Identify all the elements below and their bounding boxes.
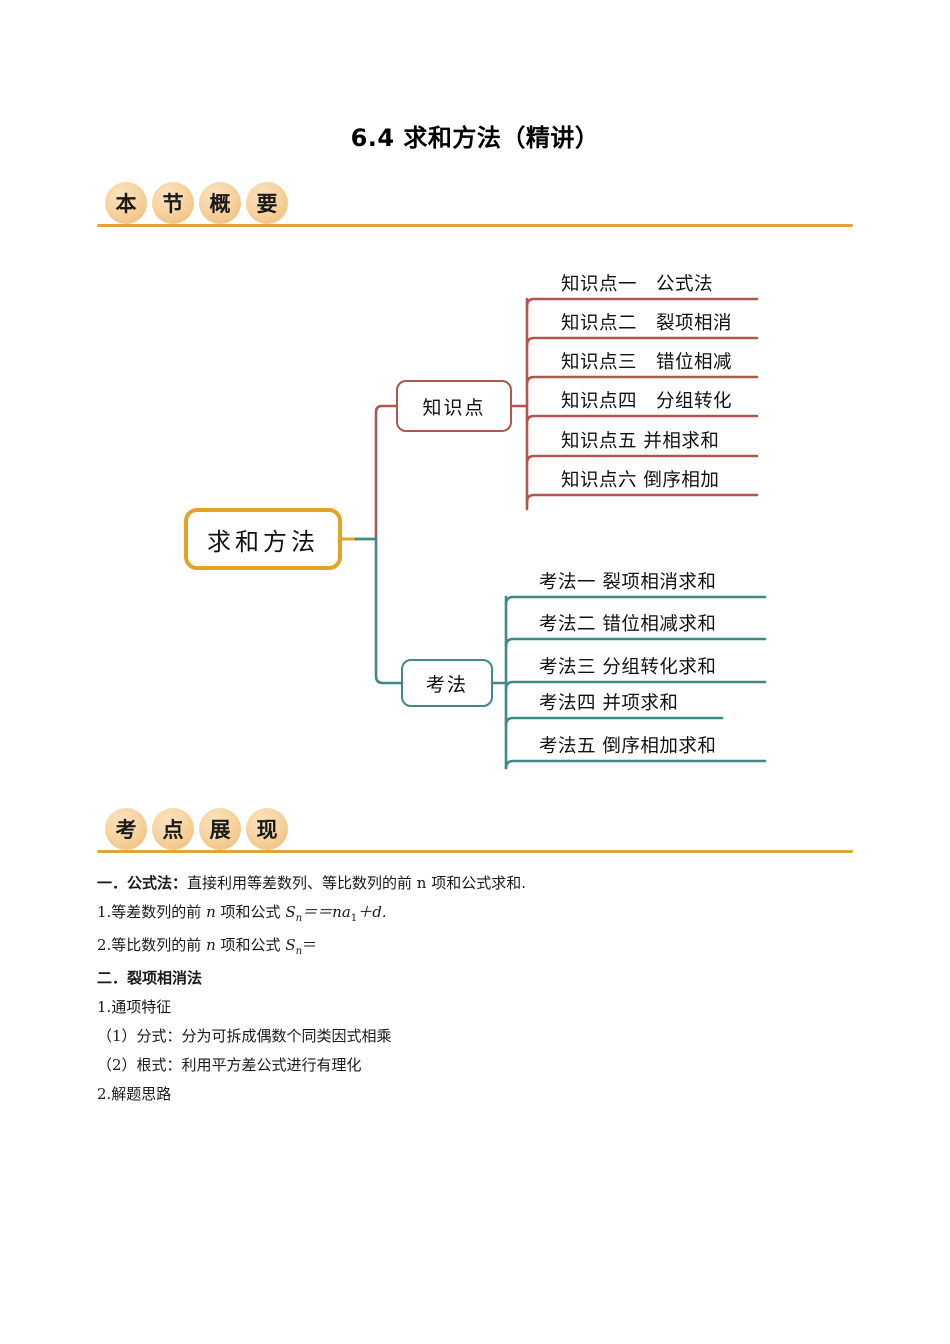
badge-row-overview: 本 节 概 要 [105, 182, 291, 224]
content-text-1: 直接利用等差数列、等比数列的前 n 项和公式求和. [187, 874, 526, 892]
content-line-general-term: 1.通项特征 [97, 998, 172, 1017]
mindmap-leaf-knowledge-1[interactable]: 知识点一 公式法 [561, 274, 714, 295]
content-heading-1: 一．公式法： [97, 874, 188, 892]
badge-char: 考 [105, 808, 147, 850]
mindmap-leaf-method-5[interactable]: 考法五 倒序相加求和 [539, 736, 717, 757]
formula-mid-1: 项和公式 [215, 903, 286, 921]
formula-var-n-2: n [206, 936, 216, 955]
mindmap-leaf-method-4[interactable]: 考法四 并项求和 [539, 693, 679, 714]
content-line-solution-approach: 2.解题思路 [97, 1085, 172, 1104]
formula-end-1: ＋d. [357, 903, 387, 921]
formula-sub-n: n [295, 913, 303, 924]
content-line-arithmetic-formula: 1.等差数列的前 n 项和公式 Sn＝＝na1＋d. [97, 905, 857, 924]
mindmap-leaf-knowledge-6[interactable]: 知识点六 倒序相加 [561, 470, 720, 491]
section-divider-rule [97, 224, 853, 227]
content-line-geometric-formula: 2.等比数列的前 n 项和公式 Sn＝ [97, 938, 857, 957]
badge-char: 节 [152, 182, 194, 224]
badge-char: 要 [246, 182, 288, 224]
mindmap-leaf-knowledge-5[interactable]: 知识点五 并相求和 [561, 431, 720, 452]
mindmap-leaf-knowledge-2[interactable]: 知识点二 裂项相消 [561, 313, 733, 334]
content-line-radical: （2）根式：利用平方差公式进行有理化 [97, 1056, 362, 1075]
section-divider-rule [97, 850, 853, 853]
mindmap-leaf-method-2[interactable]: 考法二 错位相减求和 [539, 614, 717, 635]
formula-sub-n-2: n [295, 946, 303, 958]
mindmap-root-node[interactable]: 求和方法 [184, 508, 342, 570]
badge-char: 本 [105, 182, 147, 224]
badge-char: 现 [246, 808, 288, 850]
content-line-fraction: （1）分式：分为可拆成偶数个同类因式相乘 [97, 1027, 392, 1046]
formula-var-n: n [206, 903, 216, 921]
mindmap-leaf-knowledge-4[interactable]: 知识点四 分组转化 [561, 391, 733, 412]
content-line-telescoping-method: 二．裂项相消法 [97, 971, 857, 986]
mindmap-leaf-method-3[interactable]: 考法三 分组转化求和 [539, 657, 717, 678]
formula-sn-2: S [285, 936, 296, 955]
formula-sn: S [285, 903, 296, 921]
formula-tail-1: ＝＝na [302, 903, 351, 921]
section-header-overview: 本 节 概 要 [97, 182, 853, 238]
formula-prefix-2: 2.等比数列的前 [97, 936, 207, 955]
section-header-exam-points: 考 点 展 现 [97, 808, 853, 864]
mindmap-branch-knowledge[interactable]: 知识点 [396, 380, 512, 432]
badge-row-exam-points: 考 点 展 现 [105, 808, 291, 850]
content-heading-2: 二．裂项相消法 [97, 969, 203, 988]
content-line-formula-method: 一．公式法：直接利用等差数列、等比数列的前 n 项和公式求和. [97, 876, 857, 891]
mindmap-leaf-knowledge-3[interactable]: 知识点三 错位相减 [561, 352, 733, 373]
page-title: 6.4 求和方法（精讲） [350, 124, 600, 152]
formula-sub-1: 1 [350, 913, 358, 924]
formula-prefix-1: 1.等差数列的前 [97, 903, 207, 921]
mindmap-branch-method[interactable]: 考法 [401, 659, 493, 707]
formula-tail-2: ＝ [302, 936, 318, 955]
content-body: 一．公式法：直接利用等差数列、等比数列的前 n 项和公式求和. 1.等差数列的前… [97, 876, 857, 1116]
badge-char: 展 [199, 808, 241, 850]
badge-char: 概 [199, 182, 241, 224]
formula-mid-2: 项和公式 [215, 936, 286, 955]
badge-char: 点 [152, 808, 194, 850]
mindmap-leaf-method-1[interactable]: 考法一 裂项相消求和 [539, 572, 717, 593]
